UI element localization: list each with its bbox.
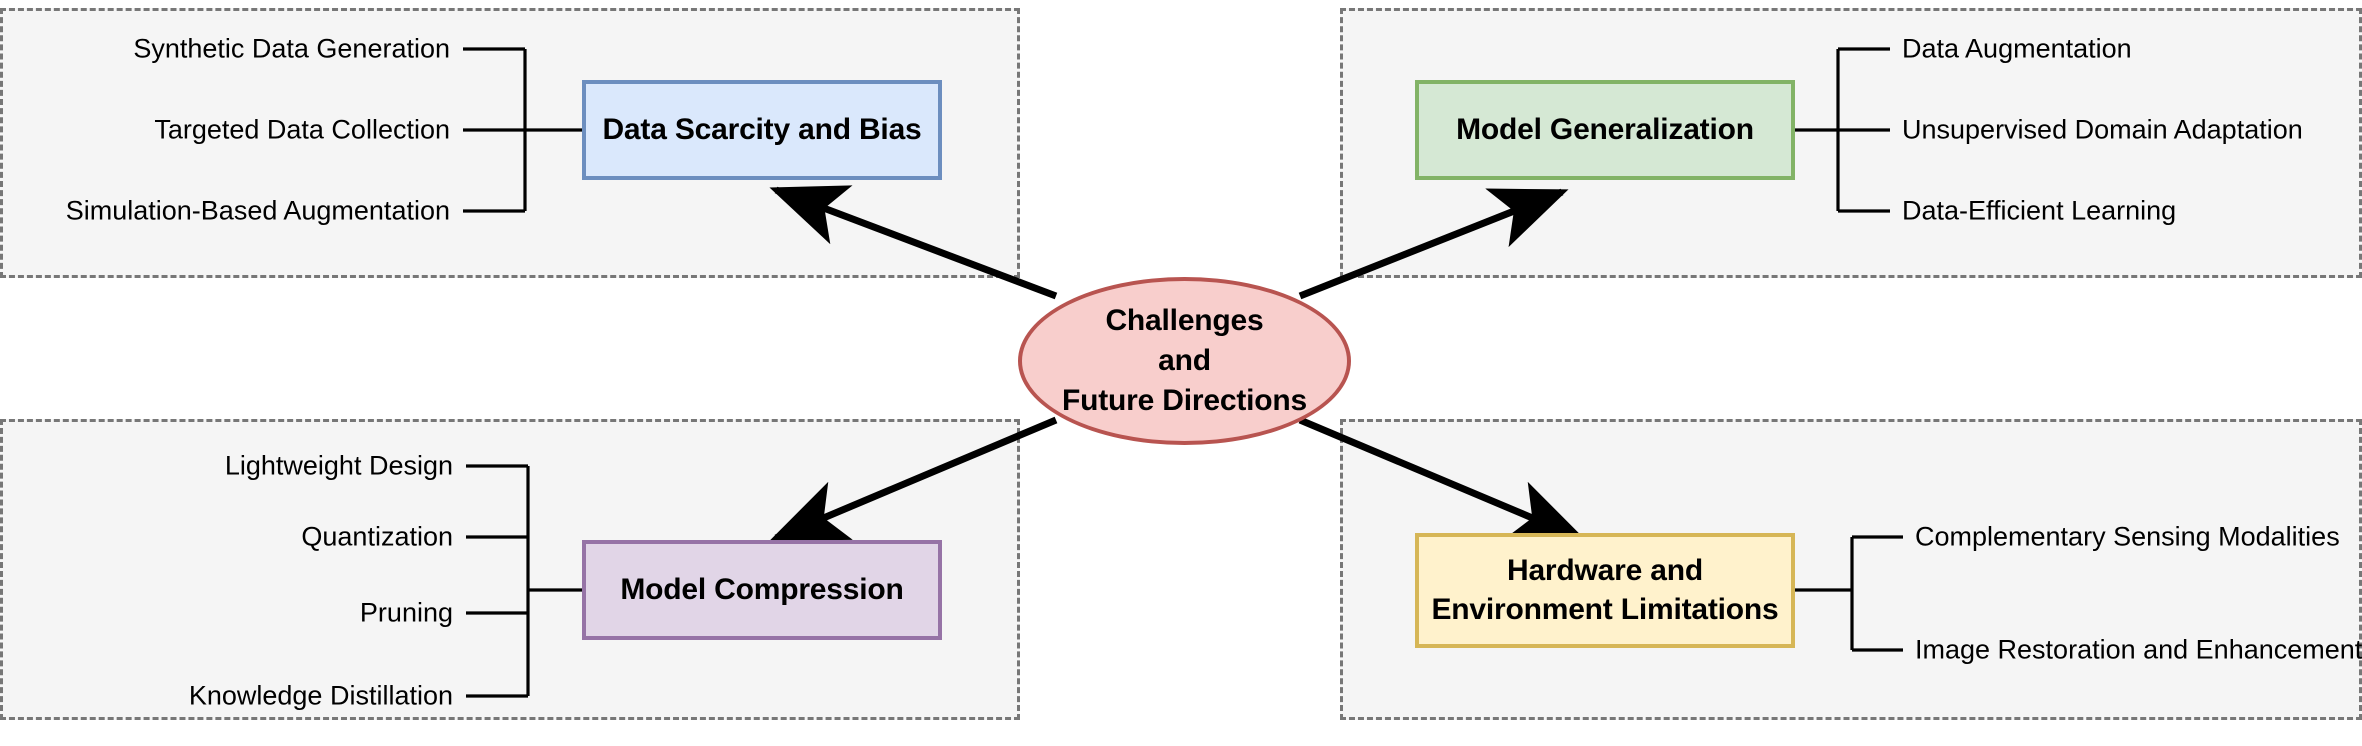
leaf-label: Data-Efficient Learning — [1902, 195, 2177, 226]
leaf-label: Quantization — [301, 521, 453, 552]
leaf-label: Image Restoration and Enhancement — [1915, 634, 2362, 665]
leaf-label: Knowledge Distillation — [188, 680, 453, 711]
leaf-label: Complementary Sensing Modalities — [1915, 521, 2340, 552]
leaf-label: Data Augmentation — [1902, 33, 2132, 64]
leaf-label: Synthetic Data Generation — [133, 33, 450, 64]
node-model-generalization[interactable]: Model Generalization — [1415, 80, 1795, 180]
leaf-label: Targeted Data Collection — [154, 114, 450, 145]
leaf-label: Pruning — [359, 597, 453, 628]
node-data-scarcity-and-bias[interactable]: Data Scarcity and Bias — [582, 80, 942, 180]
leaf-label: Unsupervised Domain Adaptation — [1902, 114, 2303, 145]
leaf-label: Simulation-Based Augmentation — [65, 195, 450, 226]
node-center-challenges-and-future-directions[interactable]: Challenges and Future Directions — [1018, 277, 1351, 445]
node-hardware-and-environment-limitations[interactable]: Hardware and Environment Limitations — [1415, 533, 1795, 648]
leaf-label: Lightweight Design — [224, 450, 453, 481]
node-model-compression[interactable]: Model Compression — [582, 540, 942, 640]
